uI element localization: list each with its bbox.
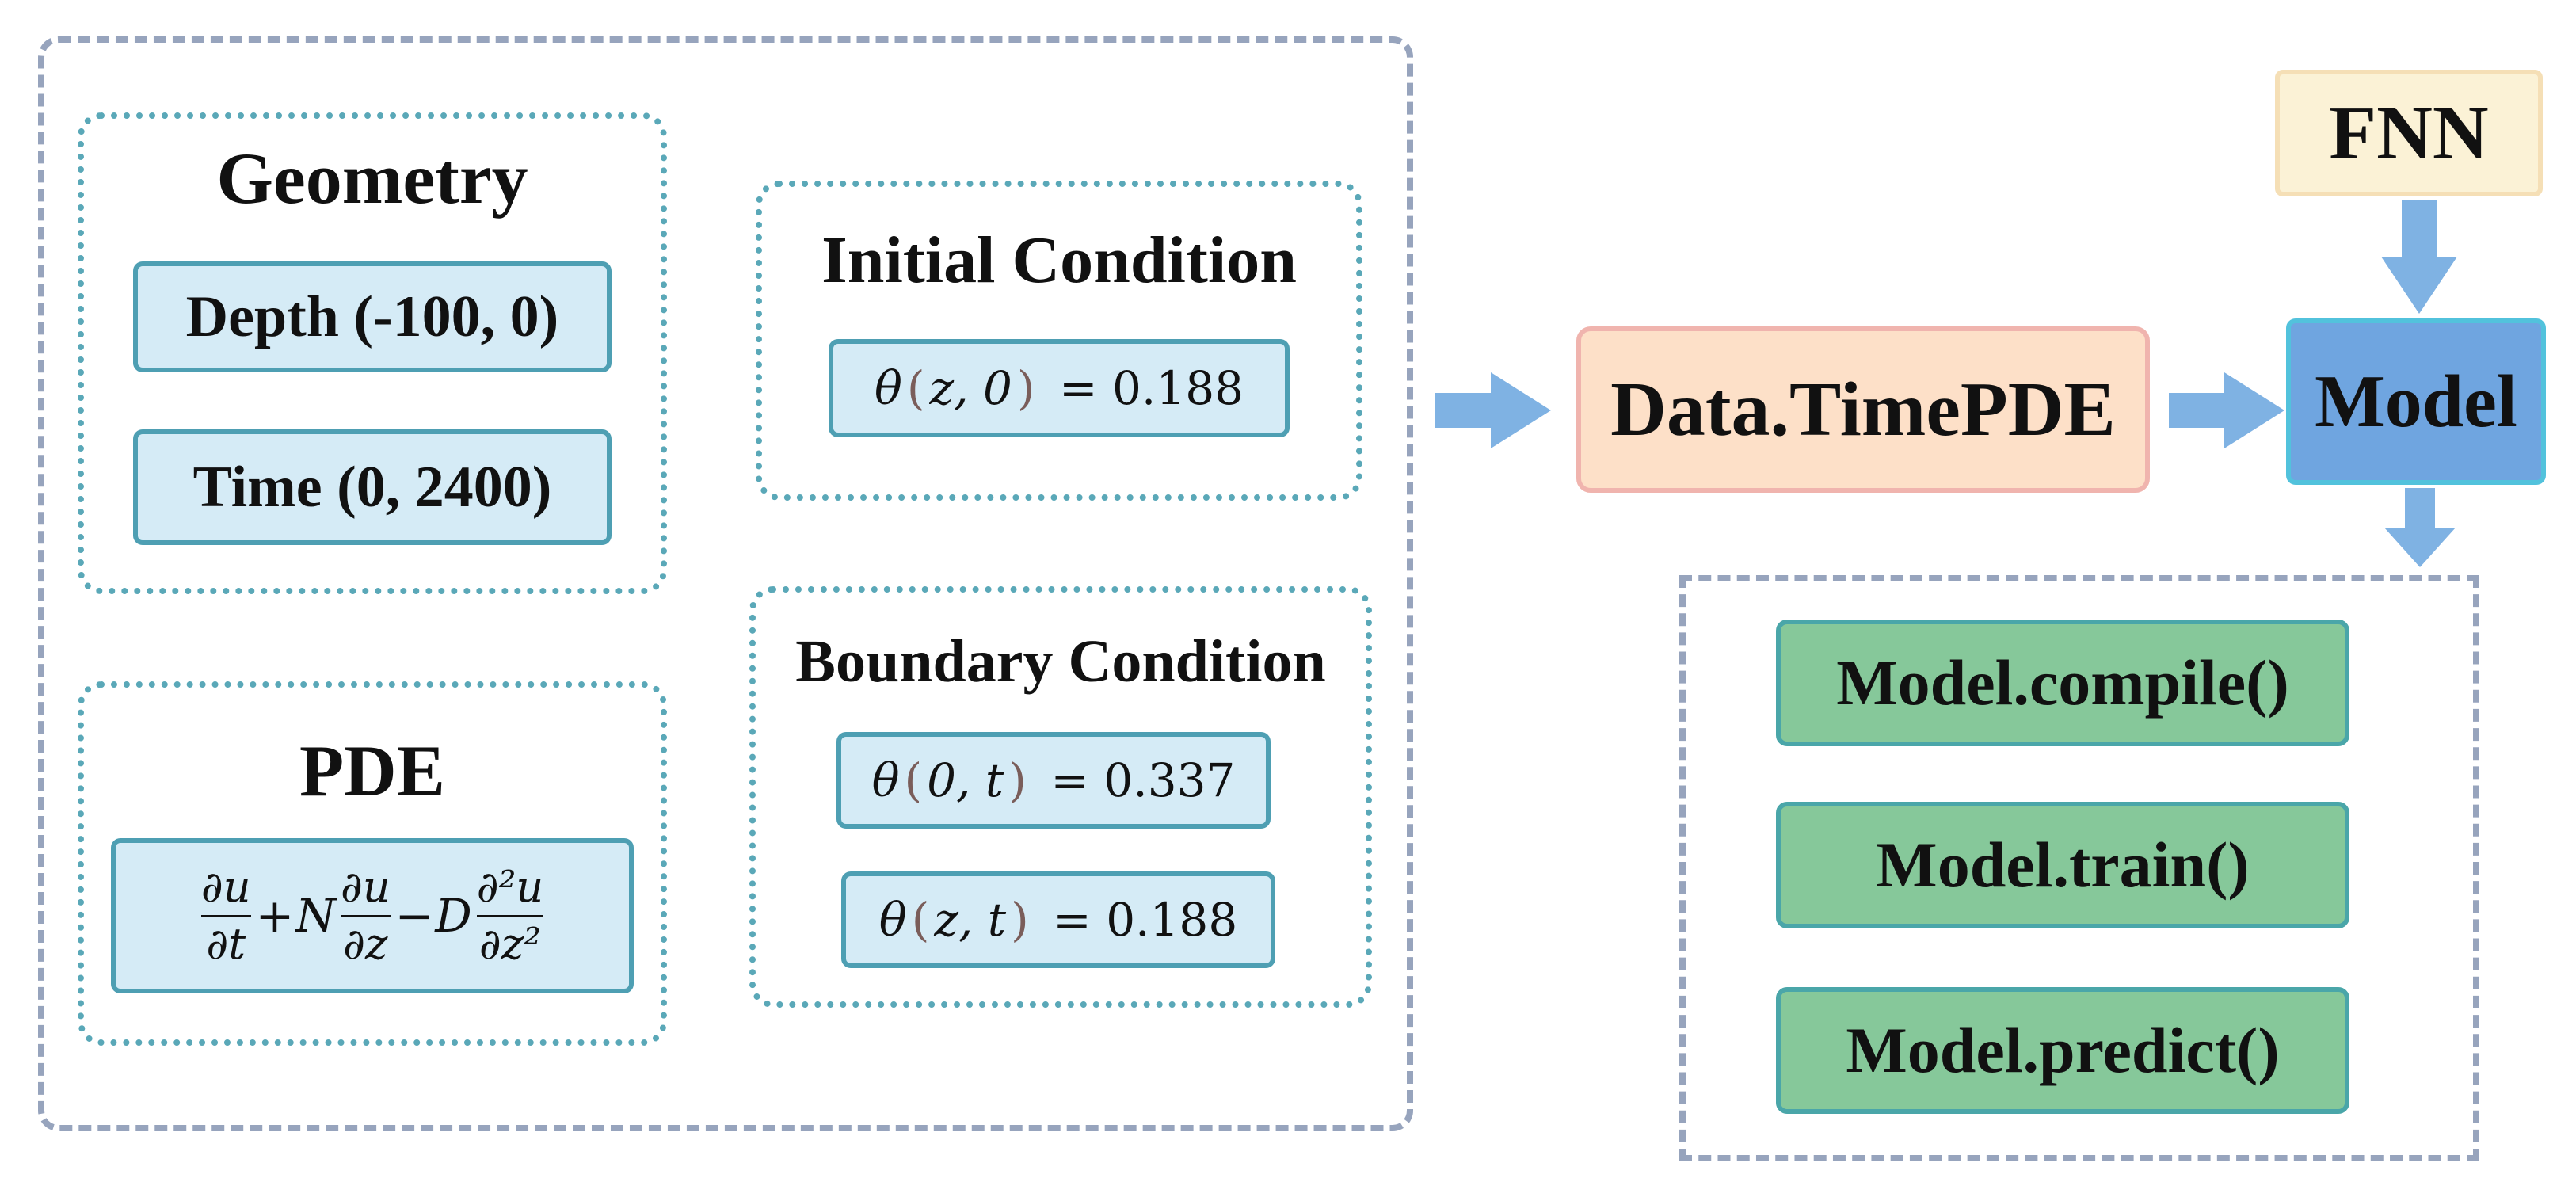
model-train-label: Model.train() bbox=[1876, 829, 2250, 901]
data-timepde-label: Data.TimePDE bbox=[1610, 367, 2116, 452]
model-compile-label: Model.compile() bbox=[1836, 646, 2289, 719]
pde-term-du-dz: ∂u ∂z bbox=[340, 861, 391, 969]
pde-group bbox=[78, 681, 667, 1046]
boundary-condition-title: Boundary Condition bbox=[795, 628, 1326, 695]
bc2-args: z, t bbox=[934, 893, 1007, 947]
model-box: Model bbox=[2286, 318, 2546, 485]
bc2-value: = 0.188 bbox=[1053, 893, 1238, 947]
arrow-to-data bbox=[1435, 372, 1551, 448]
model-label: Model bbox=[2315, 360, 2517, 443]
time-label: Time (0, 2400) bbox=[192, 454, 552, 520]
pde-equation: ∂u ∂t + N ∂u ∂z − D ∂²u ∂z² bbox=[111, 838, 634, 993]
arrow-model-to-methods bbox=[2384, 488, 2456, 567]
initial-condition-equation: θ(z, 0) = 0.188 bbox=[829, 339, 1290, 437]
pde-title: PDE bbox=[299, 730, 445, 811]
fnn-box: FNN bbox=[2275, 70, 2543, 196]
boundary-condition-equation-2: θ(z, t) = 0.188 bbox=[841, 871, 1275, 968]
model-train-box: Model.train() bbox=[1776, 802, 2349, 928]
setup-container bbox=[38, 36, 1413, 1131]
geometry-group bbox=[78, 112, 667, 594]
geometry-title: Geometry bbox=[216, 138, 528, 219]
time-box: Time (0, 2400) bbox=[133, 429, 612, 545]
data-timepde-box: Data.TimePDE bbox=[1576, 326, 2150, 493]
bc1-args: 0, t bbox=[927, 753, 1004, 807]
model-predict-box: Model.predict() bbox=[1776, 987, 2349, 1114]
depth-box: Depth (-100, 0) bbox=[133, 261, 612, 372]
model-methods-container bbox=[1679, 575, 2479, 1161]
model-compile-box: Model.compile() bbox=[1776, 620, 2349, 746]
pde-term-du-dt: ∂u ∂t bbox=[200, 861, 251, 969]
theta-symbol: θ bbox=[874, 361, 902, 415]
bc1-value: = 0.337 bbox=[1050, 753, 1236, 807]
depth-label: Depth (-100, 0) bbox=[185, 284, 559, 349]
arrow-fnn-to-model bbox=[2381, 200, 2457, 314]
initial-condition-group bbox=[756, 181, 1362, 501]
boundary-condition-group bbox=[749, 586, 1372, 1008]
ic-args: z, 0 bbox=[929, 361, 1012, 415]
initial-condition-title: Initial Condition bbox=[821, 223, 1297, 297]
boundary-condition-equation-1: θ(0, t) = 0.337 bbox=[836, 732, 1271, 829]
model-predict-label: Model.predict() bbox=[1846, 1014, 2280, 1086]
fnn-label: FNN bbox=[2329, 90, 2489, 176]
pde-term-d2u-dz2: ∂²u ∂z² bbox=[476, 861, 544, 969]
arrow-to-model bbox=[2169, 372, 2284, 448]
ic-value: = 0.188 bbox=[1058, 361, 1244, 415]
